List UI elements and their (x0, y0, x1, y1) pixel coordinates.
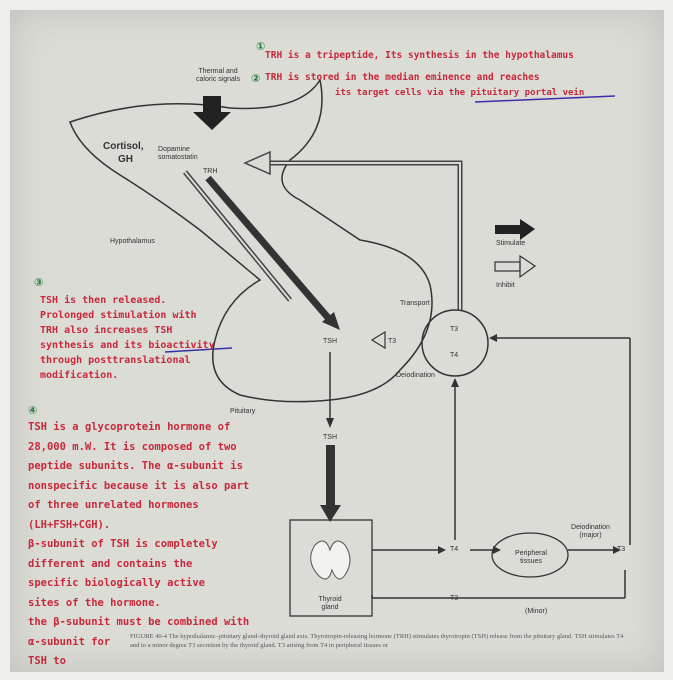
label-t4-circle: T4 (450, 352, 458, 360)
label-pituitary: Pituitary (230, 408, 255, 416)
label-tsh-lower: TSH (323, 434, 337, 442)
label-t3-out: T3 (450, 595, 458, 603)
legend-inhibit-arrow (495, 262, 520, 271)
note4-line: β-subunit of TSH is completely (28, 537, 218, 552)
annotation-number-2: ② (251, 72, 260, 85)
note3-line: TRH also increases TSH (40, 323, 172, 338)
note-trh-stored: TRH is stored in the median eminence and… (265, 70, 540, 85)
note-trh-synthesis: TRH is a tripeptide, Its synthesis in th… (265, 48, 574, 63)
label-thyroid: Thyroid gland (310, 596, 350, 612)
label-trh: TRH (203, 168, 217, 176)
figure-caption: FIGURE 40-4 The hypothalamic–pituitary g… (130, 632, 630, 650)
t3-t4-circle (422, 310, 488, 376)
label-minor: (Minor) (525, 608, 547, 616)
label-gh: GH (118, 156, 133, 164)
annotation-number-1: ① (256, 40, 265, 53)
label-t3-ant: T3 (388, 338, 396, 346)
label-inhibit: Inhibit (496, 282, 515, 290)
tsh-stimulate-arrow (326, 445, 335, 505)
note4-line: of three unrelated hormones (28, 498, 199, 513)
label-t3-circle: T3 (450, 326, 458, 334)
note4-line: TSH is a glycoprotein hormone of (28, 420, 230, 435)
label-cortisol: Cortisol, (103, 143, 144, 151)
note4-line: the β-subunit must be combined with (28, 615, 249, 630)
note4-line: (LH+FSH+CGH). (28, 518, 110, 533)
annotation-number-4: ④ (28, 404, 37, 417)
note4-line: α-subunit for (28, 635, 110, 650)
label-dopamine: Dopamine somatostatin (158, 146, 208, 162)
label-tsh: TSH (323, 338, 337, 346)
note3-line: synthesis and its bioactivity (40, 338, 215, 353)
thyroid-shape (311, 541, 350, 579)
label-deiodination: Deiodination (396, 372, 435, 380)
note-trh-portal: its target cells via the pituitary porta… (335, 86, 584, 101)
trh-stimulate-arrow (208, 178, 330, 320)
note4-line: 28,000 m.W. It is composed of two (28, 440, 237, 455)
note3-line: Prolonged stimulation with (40, 308, 197, 323)
label-hypothalamus: Hypothalamus (110, 238, 155, 246)
label-deiodination-major: Deiodination (major) (568, 524, 613, 540)
note4-line: peptide subunits. The α-subunit is (28, 459, 243, 474)
note3-line: through posttranslational (40, 353, 191, 368)
note4-line: specific biologically active (28, 576, 205, 591)
label-transport: Transport (400, 300, 430, 308)
note4-line: different and contains the (28, 557, 192, 572)
label-t3-right: T3 (617, 546, 625, 554)
thermal-arrow-shaft (203, 96, 221, 112)
note4-line: sites of the hormone. (28, 596, 161, 611)
label-stimulate: Stimulate (496, 240, 525, 248)
label-t4-out: T4 (450, 546, 458, 554)
note3-line: TSH is then released. (40, 293, 166, 308)
legend-stimulate-arrow (495, 225, 520, 234)
label-peripheral: Peripheral tissues (512, 550, 550, 566)
thermal-arrow-head (193, 112, 231, 130)
label-thermal: Thermal and caloric signals (188, 68, 248, 84)
note3-line: modification. (40, 368, 118, 383)
note4-line: nonspecific because it is also part (28, 479, 249, 494)
annotation-number-3: ③ (34, 276, 43, 289)
note4-line: TSH to (28, 654, 66, 669)
